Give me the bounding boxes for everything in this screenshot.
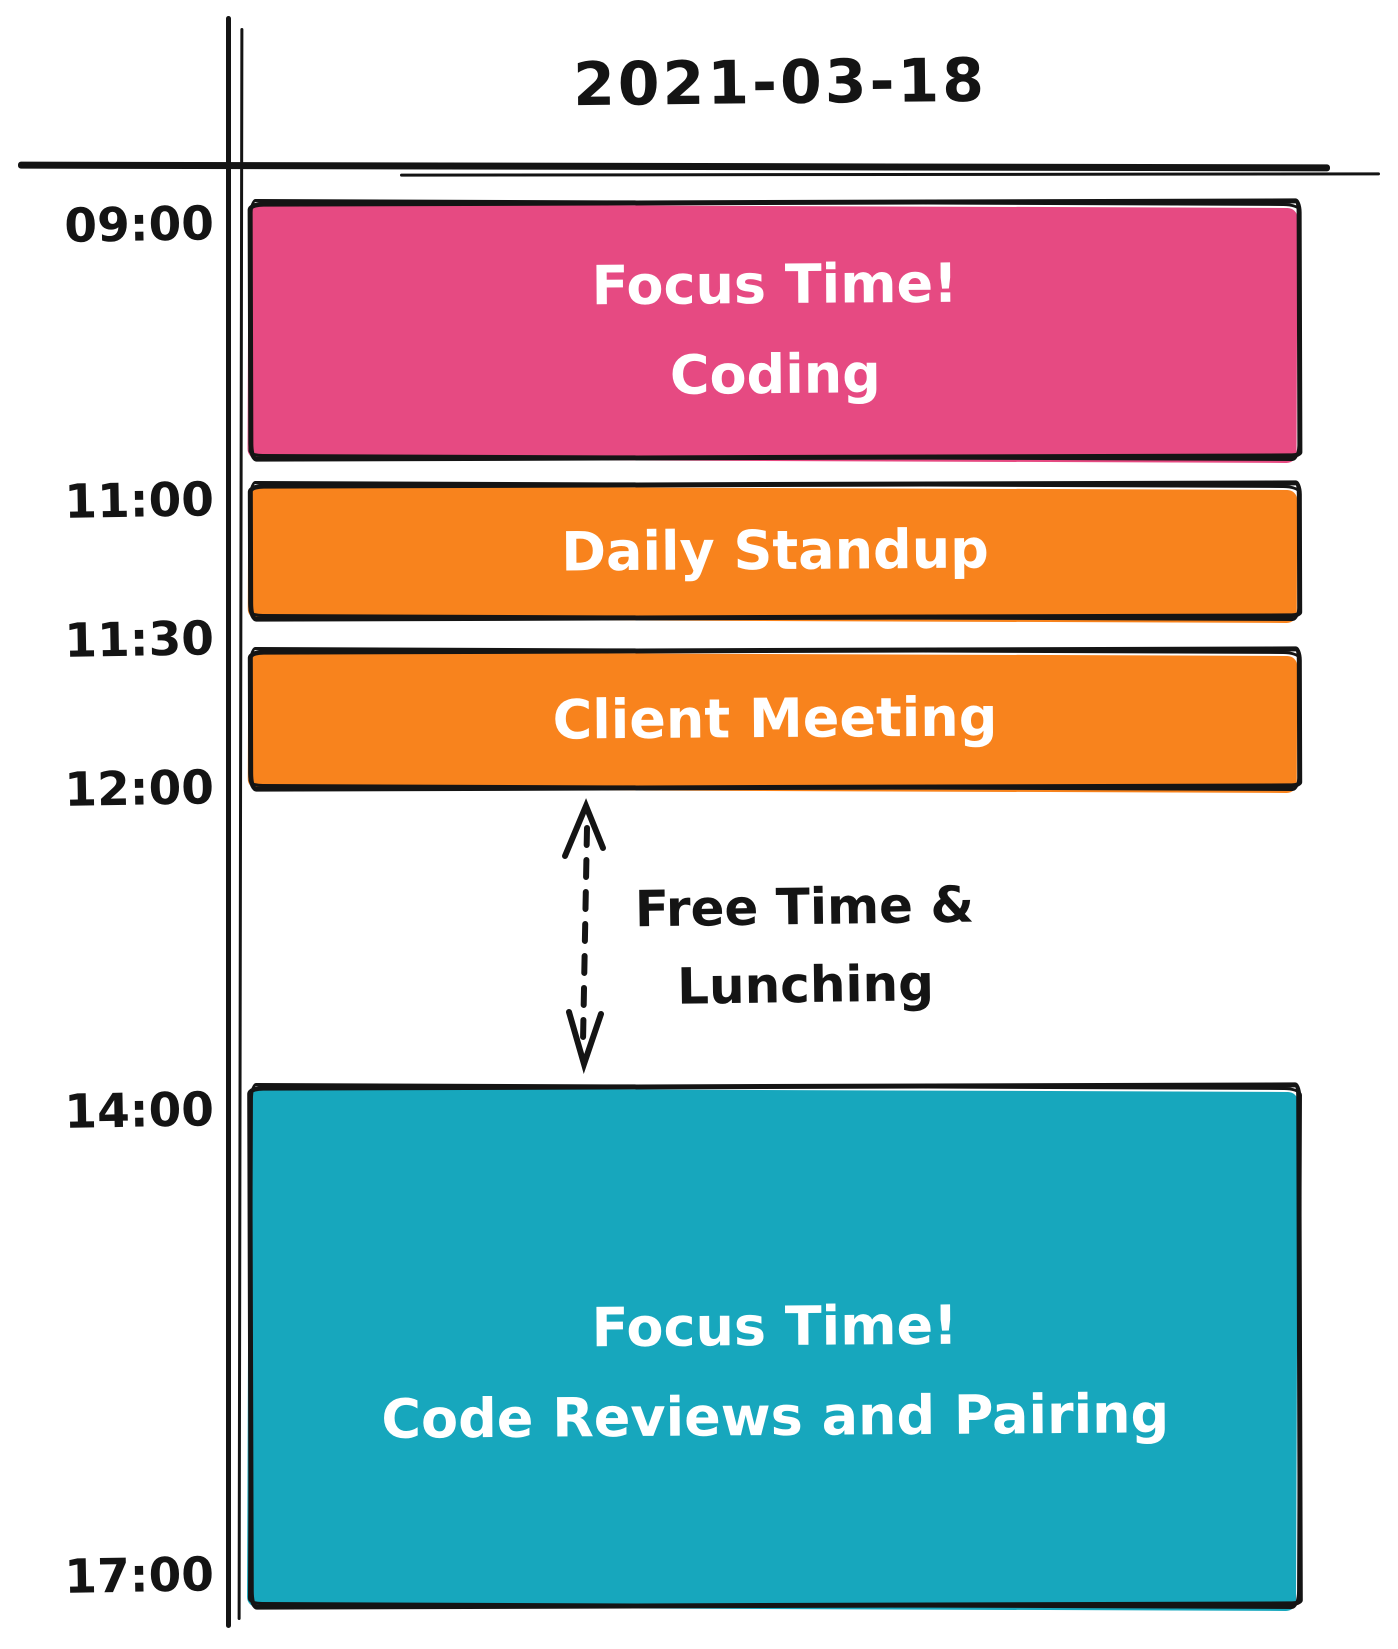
axis-horizontal-line-echo xyxy=(399,172,1381,177)
event-title: Daily Standup xyxy=(250,480,1301,621)
event-block-daily-standup: Daily Standup xyxy=(247,480,1303,624)
event-title-line1: Focus Time! xyxy=(591,1293,958,1360)
event-title-line2: Coding xyxy=(669,342,882,407)
event-block-focus-code-reviews: Focus Time! Code Reviews and Pairing xyxy=(247,1082,1303,1612)
time-label-1130: 11:30 xyxy=(63,611,215,669)
event-title-line1: Daily Standup xyxy=(560,517,990,584)
free-time-double-arrow xyxy=(562,798,606,1075)
axis-horizontal-line xyxy=(17,161,1331,172)
date-title: 2021-03-18 xyxy=(572,45,988,121)
event-title: Focus Time! Coding xyxy=(249,198,1301,461)
event-block-focus-coding: Focus Time! Coding xyxy=(247,198,1303,464)
time-label-1400: 14:00 xyxy=(63,1082,215,1140)
event-title-line1: Client Meeting xyxy=(552,685,998,752)
axis-vertical-line-echo xyxy=(237,27,244,1621)
event-title: Client Meeting xyxy=(250,646,1301,791)
time-label-1100: 11:00 xyxy=(63,472,215,530)
event-block-client-meeting: Client Meeting xyxy=(247,646,1303,794)
axis-vertical-line xyxy=(226,16,231,1628)
time-label-1700: 17:00 xyxy=(63,1547,215,1605)
time-label-0900: 09:00 xyxy=(63,196,215,254)
event-title-line2: Code Reviews and Pairing xyxy=(381,1382,1170,1451)
event-title: Focus Time! Code Reviews and Pairing xyxy=(248,1108,1302,1635)
event-title-line1: Focus Time! xyxy=(591,251,958,318)
time-label-1200: 12:00 xyxy=(63,760,215,818)
